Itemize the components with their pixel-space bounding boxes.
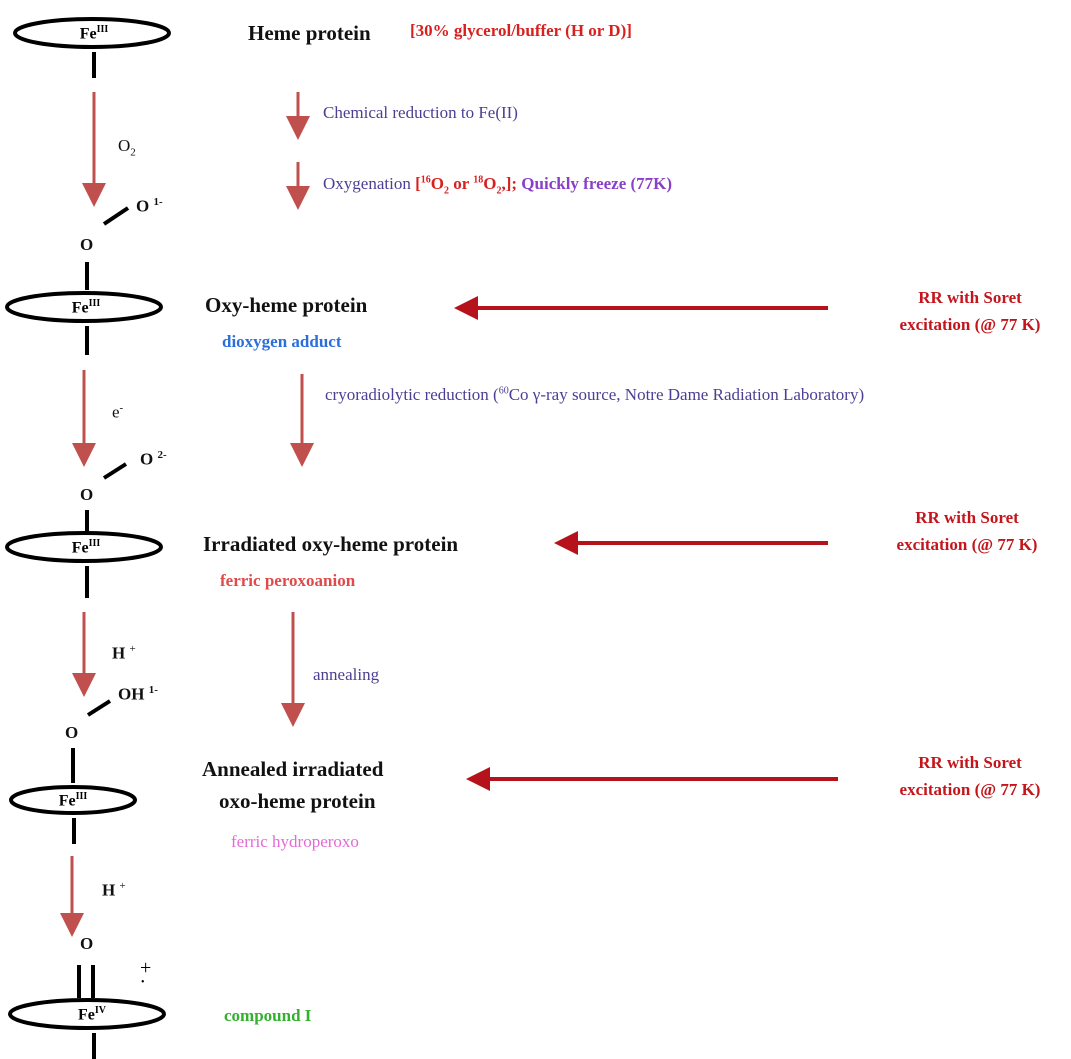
heme-ellipse-1 [13, 17, 171, 49]
step-cryoradiolytic: cryoradiolytic reduction (60Co γ-ray sou… [325, 385, 865, 404]
step-annealing: annealing [313, 665, 380, 684]
species-oxy-subtitle: dioxygen adduct [222, 332, 342, 351]
species-heme-protein: Heme protein [248, 21, 371, 45]
atom-o-3: O [65, 723, 79, 742]
reagent-electron: e- [112, 402, 124, 422]
atom-o-terminal-2: O 2- [140, 449, 167, 469]
species-annealed-line2: oxo-heme protein [219, 789, 376, 813]
species-irradiated-subtitle: ferric peroxoanion [220, 571, 356, 590]
radical-plus: + [140, 957, 152, 979]
reagent-proton-1: H + [112, 643, 136, 663]
species-annealed-line1: Annealed irradiated [202, 757, 384, 781]
reagent-o2: O2 [118, 136, 136, 159]
step-reduction: Chemical reduction to Fe(II) [323, 103, 518, 122]
o-o-bond-2 [102, 462, 128, 480]
atom-oh-3: OH 1- [118, 684, 158, 704]
radical-dot: • [141, 977, 145, 988]
o-o-bond-1 [102, 206, 130, 226]
species-compound-i: compound I [224, 1006, 312, 1025]
fe-label-3: FeIII [71, 538, 101, 557]
atom-o-2: O [80, 485, 94, 504]
fe-label-2: FeIII [71, 298, 101, 317]
atom-o-4: O [80, 934, 94, 953]
heme-ellipse-4 [9, 785, 137, 815]
o-o-bond-3 [86, 699, 112, 717]
atom-o-1: O [80, 235, 94, 254]
fe-label-1: FeIII [79, 24, 109, 43]
species-oxy-heme: Oxy-heme protein [205, 293, 368, 317]
heme-ellipse-5 [8, 998, 166, 1030]
atom-o-terminal-1: O 1- [136, 196, 163, 216]
heme-condition: [30% glycerol/buffer (H or D)] [410, 21, 632, 40]
step-oxygenation: Oxygenation [16O2 or 18O2,]; Quickly fre… [323, 174, 673, 197]
species-annealed-subtitle: ferric hydroperoxo [231, 832, 359, 851]
species-irradiated: Irradiated oxy-heme protein [203, 532, 459, 556]
heme-ellipse-3 [5, 531, 163, 563]
heme-ellipse-2 [5, 291, 163, 323]
reagent-proton-2: H + [102, 880, 126, 900]
fe-label-5: FeIV [78, 1005, 106, 1024]
fe-label-4: FeIII [58, 791, 88, 810]
